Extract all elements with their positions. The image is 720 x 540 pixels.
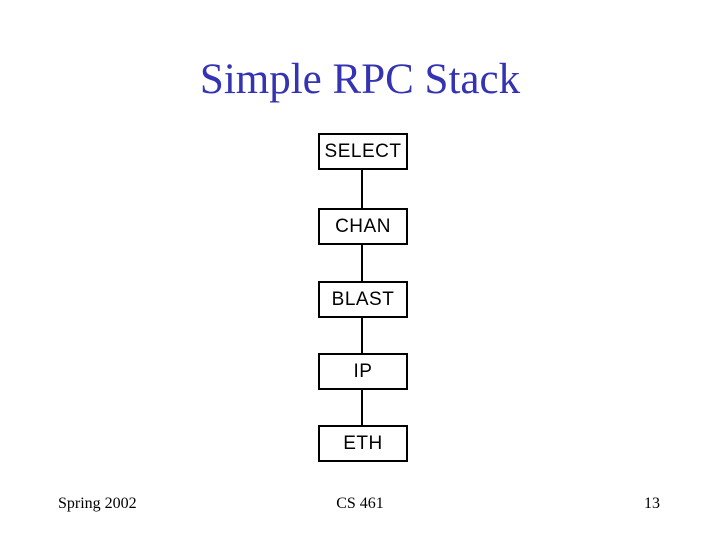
stack-box-chan: CHAN xyxy=(318,208,408,245)
stack-box-select-label: SELECT xyxy=(324,140,402,162)
connector-line-ip-eth xyxy=(361,390,363,425)
stack-box-eth-label: ETH xyxy=(343,432,383,454)
footer-course: CS 461 xyxy=(336,495,384,512)
footer-page-number: 13 xyxy=(644,495,660,512)
stack-box-chan-label: CHAN xyxy=(335,215,391,237)
footer-date: Spring 2002 xyxy=(58,495,137,512)
slide-title: Simple RPC Stack xyxy=(199,56,521,103)
stack-box-select: SELECT xyxy=(318,133,408,170)
connector-line-chan-blast xyxy=(361,245,363,281)
stack-box-ip: IP xyxy=(318,353,408,390)
stack-box-eth: ETH xyxy=(318,425,408,462)
connector-line-select-chan xyxy=(361,170,363,208)
connector-line-blast-ip xyxy=(361,318,363,353)
stack-box-blast-label: BLAST xyxy=(331,288,395,310)
stack-box-blast: BLAST xyxy=(318,281,408,318)
stack-box-ip-label: IP xyxy=(353,360,373,382)
